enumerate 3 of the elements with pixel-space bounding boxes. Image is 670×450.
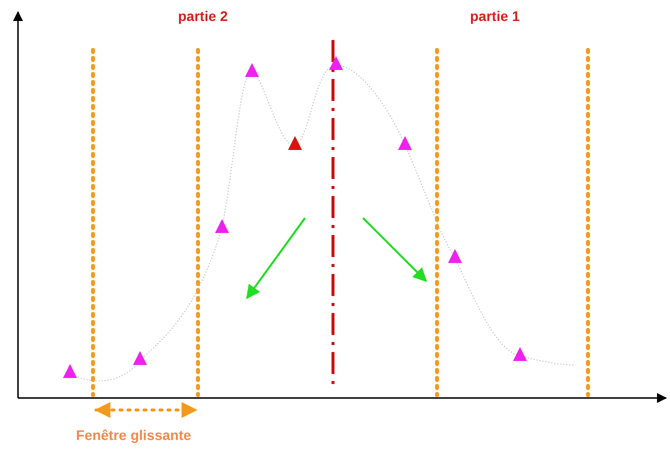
window-caption: Fenêtre glissante xyxy=(76,427,192,443)
part-label: partie 2 xyxy=(178,8,228,24)
part-label: partie 1 xyxy=(470,8,520,24)
